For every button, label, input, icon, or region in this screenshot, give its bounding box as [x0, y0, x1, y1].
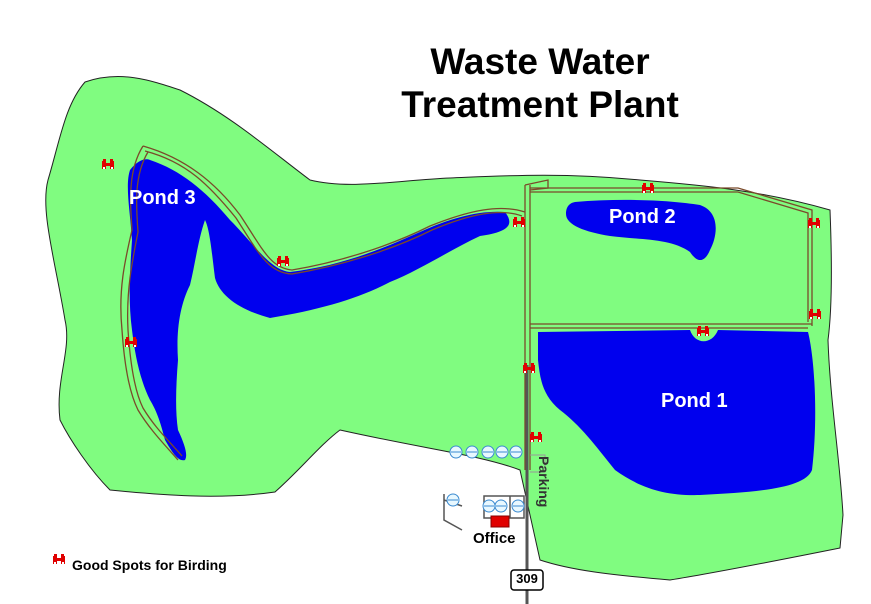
route-number: 309 [516, 571, 538, 586]
pond-3-label: Pond 3 [129, 187, 196, 209]
office-compound [443, 493, 525, 531]
map-title: Waste Water Treatment Plant [350, 40, 730, 126]
office-label: Office [473, 530, 516, 547]
route-shield [510, 569, 544, 591]
tank-row [449, 445, 523, 459]
trail-network [120, 145, 813, 470]
binoculars-icon [53, 554, 65, 564]
title-line-2: Treatment Plant [401, 84, 679, 125]
pond-2-label: Pond 2 [609, 206, 676, 228]
parking-label: Parking [536, 456, 552, 508]
pond-3 [127, 159, 510, 461]
title-line-1: Waste Water [430, 41, 650, 82]
pond-1-label: Pond 1 [661, 390, 728, 412]
parking-lot [530, 454, 546, 473]
legend-label: Good Spots for Birding [72, 557, 227, 573]
pond-2 [566, 199, 716, 261]
office-building [490, 515, 510, 528]
pond-1 [538, 330, 816, 496]
